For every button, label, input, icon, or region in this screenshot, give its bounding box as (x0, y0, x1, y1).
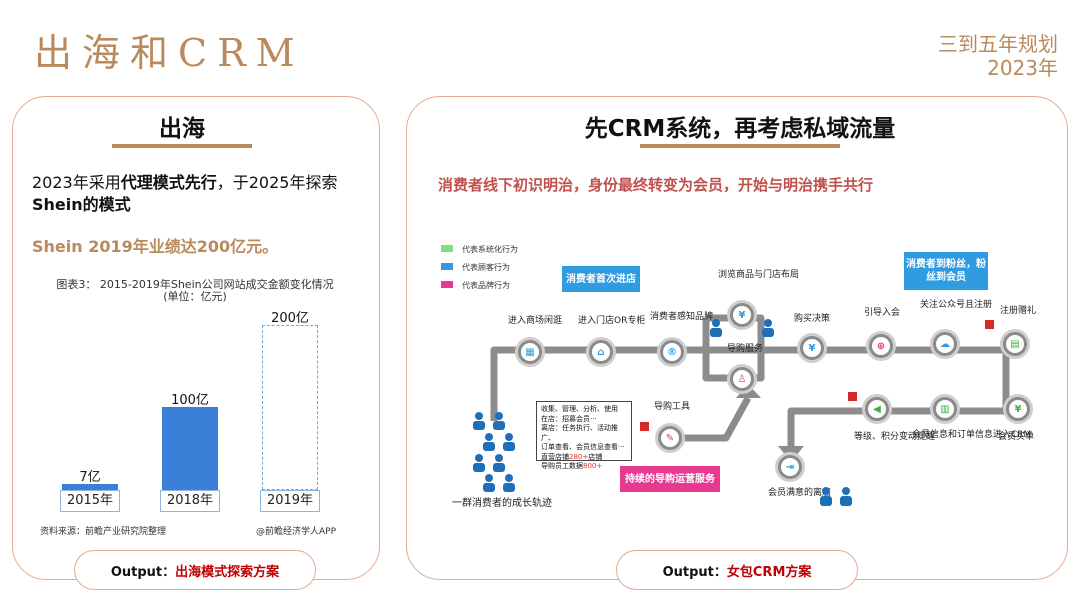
gift-box-icon (985, 320, 994, 329)
overseas-description: 2023年采用代理模式先行，于2025年探索 Shein的模式 (32, 172, 362, 216)
node-brand-label: 消费者感知品牌 (650, 312, 714, 322)
node-tool-label: 导购工具 (653, 402, 690, 412)
crm-node: ▥ (930, 394, 960, 424)
desc-part1: 2023年采用 (32, 173, 121, 192)
desc-part2: ，于2025年探索 (216, 173, 338, 192)
chart-watermark: @前瞻经济学人APP (256, 527, 337, 537)
plan-period: 三到五年规划 (938, 32, 1058, 56)
overseas-output: Output： 出海模式探索方案 (74, 550, 316, 590)
bar-value-label: 200亿 (271, 311, 309, 326)
crm-title-underline (640, 144, 840, 148)
note-stat-staff: 导购员工数据800+ (541, 462, 603, 470)
legend-swatch-brand (441, 281, 453, 288)
legend-system: 代表系统化行为 (462, 245, 518, 254)
node-join-label: 引导入会 (863, 308, 900, 318)
node-follow-label: 关注公众号且注册 (920, 300, 993, 310)
node-gift-label: 注册赠礼 (999, 306, 1036, 316)
yen-coin-icon: ¥ (1009, 400, 1027, 418)
browse-node: ¥ (727, 300, 757, 330)
join-node: ⊕ (866, 331, 896, 361)
document-icon: ▥ (936, 400, 954, 418)
purchase-node: ¥ (1003, 394, 1033, 424)
note-line: 收集、管理、分析、使用 (541, 405, 618, 413)
plan-year: 2023年 (987, 56, 1058, 80)
desc-bold2: Shein的模式 (32, 195, 131, 214)
note-stat-stores: 直营店铺280+店铺 (541, 452, 603, 461)
year-label: 2018年 (160, 490, 220, 512)
wrench-icon: ✎ (661, 429, 679, 447)
shop-icon: ▦ (521, 343, 539, 361)
exit-door-icon: ⇥ (781, 458, 799, 476)
legend-swatch-customer (441, 263, 453, 270)
sales-bar-chart: 7亿 2015年 100亿 2018年 200亿 2019年 (40, 300, 350, 515)
mall-node: ▦ (515, 337, 545, 367)
storefront-icon: ⌂ (592, 343, 610, 361)
legend-swatch-system (441, 245, 453, 252)
node-browse-label: 浏览商品与门店布局 (718, 270, 800, 280)
node-crm-label: 会员信息和订单信息进入CRM (912, 430, 1031, 441)
overseas-title-underline (112, 144, 252, 148)
legend-brand: 代表品牌行为 (462, 281, 510, 290)
output-value: 女包CRM方案 (726, 564, 812, 580)
shopping-bag-icon: ¥ (733, 306, 751, 324)
guide-tool-note: 收集、管理、分析、使用 在店：招募会员··· 离店：任务执行、活动推广、 订单查… (536, 401, 632, 470)
crm-subtitle: 消费者线下初识明治，身份最终转变为会员，开始与明治携手共行 (438, 176, 874, 194)
yen-icon: ¥ (803, 339, 821, 357)
bar-value-label: 100亿 (171, 393, 209, 408)
year-label: 2019年 (260, 490, 320, 512)
crowd-people-icon (473, 412, 515, 492)
overseas-title: 出海 (159, 116, 205, 142)
legend-customer: 代表顾客行为 (462, 263, 510, 272)
crm-title: 先CRM系统，再考虑私域流量 (584, 116, 896, 142)
brand-node: ® (657, 337, 687, 367)
note-line: 在店：招募会员··· (541, 414, 597, 423)
chart-source: 资料来源：前瞻产业研究院整理 (40, 527, 167, 537)
chart-title: 图表3： 2015-2019年Shein公司网站成交金额变化情况 (56, 278, 334, 291)
tag-fans-to-members: 消费者到粉丝，粉丝到会员 (904, 252, 988, 290)
output-label: Output： (110, 564, 176, 580)
gift-node: ▤ (1000, 329, 1030, 359)
node-purchase-label: 会员买单 (997, 432, 1034, 442)
store-node: ⌂ (586, 337, 616, 367)
node-mall-label: 进入商场闲逛 (508, 316, 563, 326)
tag-first-visit: 消费者首次进店 (562, 266, 640, 292)
coupon-icon: ▤ (1006, 335, 1024, 353)
bar-2018年 (162, 407, 218, 490)
tool-node: ✎ (655, 423, 685, 453)
wechat-icon: ☁ (936, 335, 954, 353)
year-label: 2015年 (60, 490, 120, 512)
follow-node: ☁ (930, 329, 960, 359)
chart-unit: (单位：亿元) (163, 290, 227, 303)
node-buy-label: 购买决策 (793, 314, 830, 324)
shein-highlight: Shein 2019年业绩达200亿元。 (32, 237, 279, 256)
bar-value-label: 7亿 (79, 470, 101, 485)
note-line: 离店：任务执行、活动推广、 (541, 424, 618, 442)
add-user-icon: ⊕ (872, 337, 890, 355)
desc-bold1: 代理模式先行 (120, 173, 217, 192)
output-value: 出海模式探索方案 (175, 564, 280, 580)
gift-box-icon (848, 392, 857, 401)
level-node: ◀ (862, 394, 892, 424)
node-guide-label: 导购服务 (726, 344, 763, 354)
registered-icon: ® (663, 343, 681, 361)
node-store-label: 进入门店OR专柜 (578, 316, 646, 326)
guide-node: ♙ (727, 364, 757, 394)
crowd-label: 一群消费者的成长轨迹 (452, 498, 552, 509)
speaker-icon: ◀ (868, 400, 886, 418)
tag-guide-ops: 持续的导购运营服务 (620, 466, 720, 492)
crm-output: Output： 女包CRM方案 (616, 550, 858, 590)
guide-people-icon (710, 319, 774, 337)
bar-2019年 (262, 325, 318, 490)
buy-node: ¥ (797, 333, 827, 363)
leave-node: ⇥ (775, 452, 805, 482)
service-person-icon: ♙ (733, 370, 751, 388)
page-title: 出海和CRM (34, 31, 305, 75)
output-label: Output： (662, 564, 727, 580)
leaving-people-icon (820, 487, 852, 506)
node-leave-label: 会员满意的离店 (768, 488, 832, 498)
note-line: 订单查看、会员信息查看··· (541, 443, 625, 451)
gift-box-icon (640, 422, 649, 431)
node-level-label: 等级、积分变动提醒 (854, 432, 936, 442)
bar-2015年 (62, 484, 118, 490)
